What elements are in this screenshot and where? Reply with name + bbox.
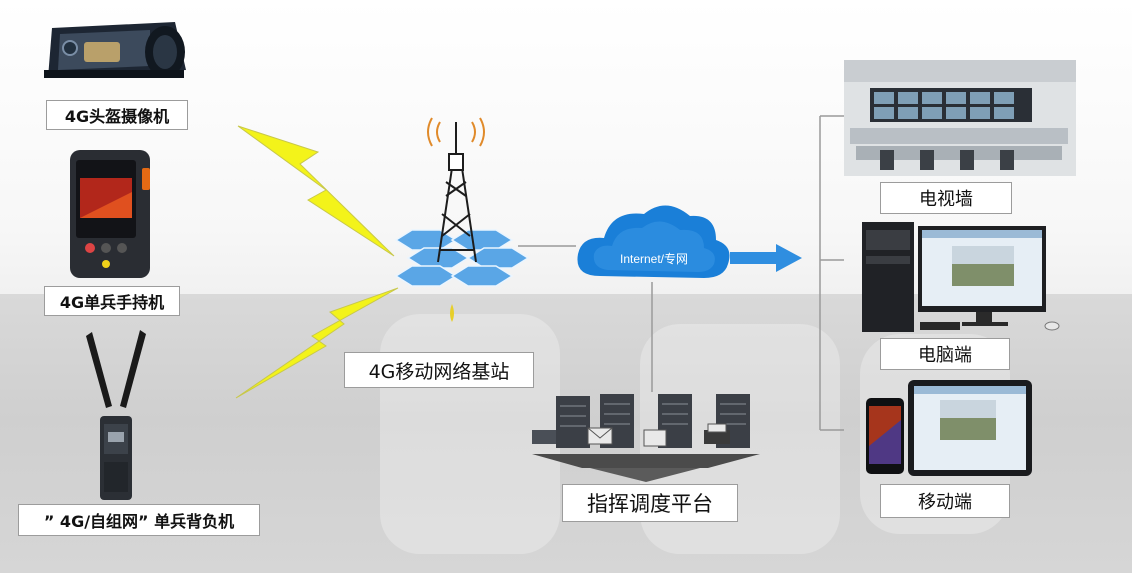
arrow-to-terminals-icon bbox=[730, 244, 802, 272]
helmet-camera-icon bbox=[44, 22, 186, 78]
helmet-camera-label: 4G头盔摄像机 bbox=[46, 100, 188, 130]
lightning-bottom-icon bbox=[235, 287, 399, 399]
server-rack-group-icon bbox=[532, 394, 760, 482]
cloud-label: Internet/专网 bbox=[619, 252, 689, 266]
video-wall-photo bbox=[844, 60, 1076, 176]
base-station-icon bbox=[394, 117, 576, 322]
mobile-label: 移动端 bbox=[880, 484, 1010, 518]
lightning-top-icon bbox=[237, 125, 395, 257]
base-station-label: 4G移动网络基站 bbox=[344, 352, 534, 388]
pc-label: 电脑端 bbox=[880, 338, 1010, 370]
dispatch-platform-label: 指挥调度平台 bbox=[562, 484, 738, 522]
backpack-label: ” 4G/自组网” 单兵背负机 bbox=[18, 504, 260, 536]
video-wall-label: 电视墙 bbox=[880, 182, 1012, 214]
cloud-icon bbox=[577, 205, 730, 278]
mobile-devices-icon bbox=[866, 380, 1032, 476]
pc-icon bbox=[862, 222, 1060, 332]
backpack-radio-icon bbox=[86, 330, 146, 500]
handheld-icon bbox=[70, 150, 150, 278]
terminal-bracket bbox=[819, 115, 844, 431]
handheld-label: 4G单兵手持机 bbox=[44, 286, 180, 316]
